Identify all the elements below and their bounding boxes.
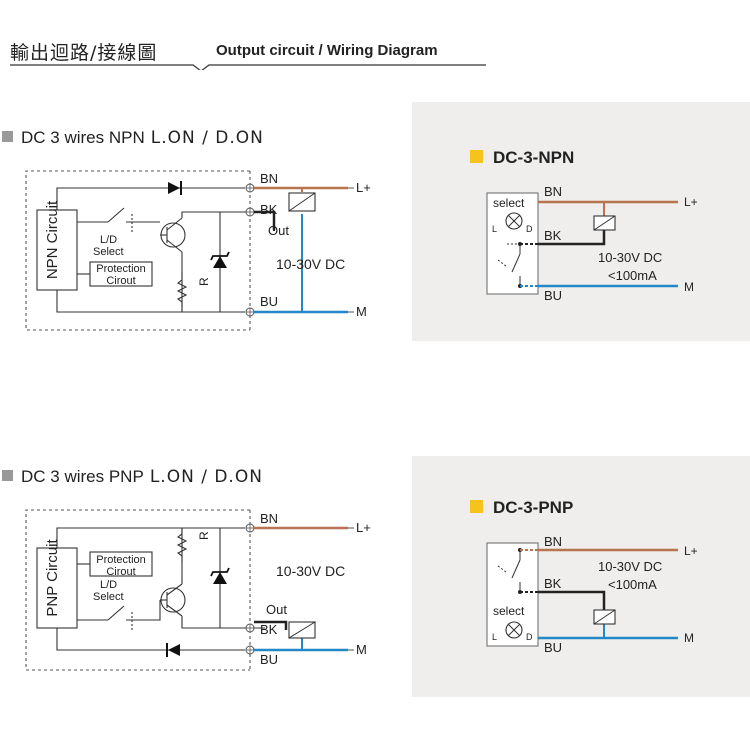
pnp-schematic: PNP Circuit Protection Cirout L/D Select… <box>25 509 371 671</box>
npn-schematic: NPN Circuit L/D Select Protection Cirout… <box>25 170 371 331</box>
npn-panel-lplus-label: L+ <box>684 195 698 209</box>
npn-panel-current-label: <100mA <box>608 268 657 283</box>
panel-title-npn: DC-3-NPN <box>470 148 574 168</box>
npn-panel-m-label: M <box>684 280 694 294</box>
panel-npn <box>412 102 750 341</box>
npn-out-label: Out <box>268 223 289 238</box>
pnp-panel-bu-label: BU <box>544 640 562 655</box>
pnp-r-label: R <box>197 531 211 540</box>
npn-wiring-diagram: select L D BN BK BU L+ M 10-30V DC <100m… <box>486 184 698 303</box>
npn-m-label: M <box>356 304 367 319</box>
panel-pnp <box>412 456 750 697</box>
npn-protection-label: Protection <box>96 263 146 275</box>
pnp-panel-bk-label: BK <box>544 576 562 591</box>
pnp-panel-m-label: M <box>684 631 694 645</box>
pnp-panel-d-label: D <box>526 632 533 642</box>
page-header: 輸出迴路/接線圖 Output circuit / Wiring Diagram <box>10 36 486 70</box>
yellow-square-icon <box>470 150 483 163</box>
npn-r-label: R <box>197 277 211 286</box>
pnp-panel-bn-label: BN <box>544 534 562 549</box>
pnp-m-label: M <box>356 642 367 657</box>
npn-voltage-label: 10-30V DC <box>276 256 345 272</box>
npn-bu-label: BU <box>260 294 278 309</box>
pnp-protection-label: Protection <box>96 554 146 566</box>
npn-cirout-label: Cirout <box>106 275 135 287</box>
header-title-en: Output circuit / Wiring Diagram <box>216 42 438 59</box>
gray-square-icon <box>2 131 13 142</box>
npn-bk-label: BK <box>260 202 278 217</box>
pnp-bu-label: BU <box>260 652 278 667</box>
npn-panel-bn-label: BN <box>544 184 562 199</box>
npn-bn-label: BN <box>260 171 278 186</box>
pnp-panel-select-label: select <box>493 604 525 618</box>
npn-panel-bk-label: BK <box>544 228 562 243</box>
yellow-square-icon <box>470 500 483 513</box>
pnp-select-label: Select <box>93 591 124 603</box>
npn-lplus-label: L+ <box>356 180 371 195</box>
pnp-bn-label: BN <box>260 511 278 526</box>
npn-panel-select-label: select <box>493 196 525 210</box>
npn-circuit-label: NPN Circuit <box>44 200 61 279</box>
pnp-out-label: Out <box>266 602 287 617</box>
npn-panel-bu-label: BU <box>544 288 562 303</box>
header-underline <box>10 64 486 70</box>
npn-panel-voltage-label: 10-30V DC <box>598 250 662 265</box>
pnp-wiring-diagram: select L D BN BK BU L+ M 10-30V DC <100m… <box>486 534 698 655</box>
pnp-bk-label: BK <box>260 622 278 637</box>
npn-panel-l-label: L <box>492 224 497 234</box>
pnp-circuit-label: PNP Circuit <box>44 539 61 617</box>
pnp-cirout-label: Cirout <box>106 566 135 578</box>
pnp-lplus-label: L+ <box>356 520 371 535</box>
pnp-panel-l-label: L <box>492 632 497 642</box>
npn-panel-d-label: D <box>526 224 533 234</box>
pnp-panel-current-label: <100mA <box>608 577 657 592</box>
npn-select-label: Select <box>93 246 124 258</box>
panel-title-pnp: DC-3-PNP <box>470 498 573 518</box>
pnp-panel-lplus-label: L+ <box>684 544 698 558</box>
pnp-voltage-label: 10-30V DC <box>276 563 345 579</box>
npn-ld-label: L/D <box>100 234 117 246</box>
pnp-panel-voltage-label: 10-30V DC <box>598 559 662 574</box>
gray-square-icon <box>2 470 13 481</box>
pnp-ld-label: L/D <box>100 579 117 591</box>
header-title-zh: 輸出迴路/接線圖 <box>10 42 158 64</box>
